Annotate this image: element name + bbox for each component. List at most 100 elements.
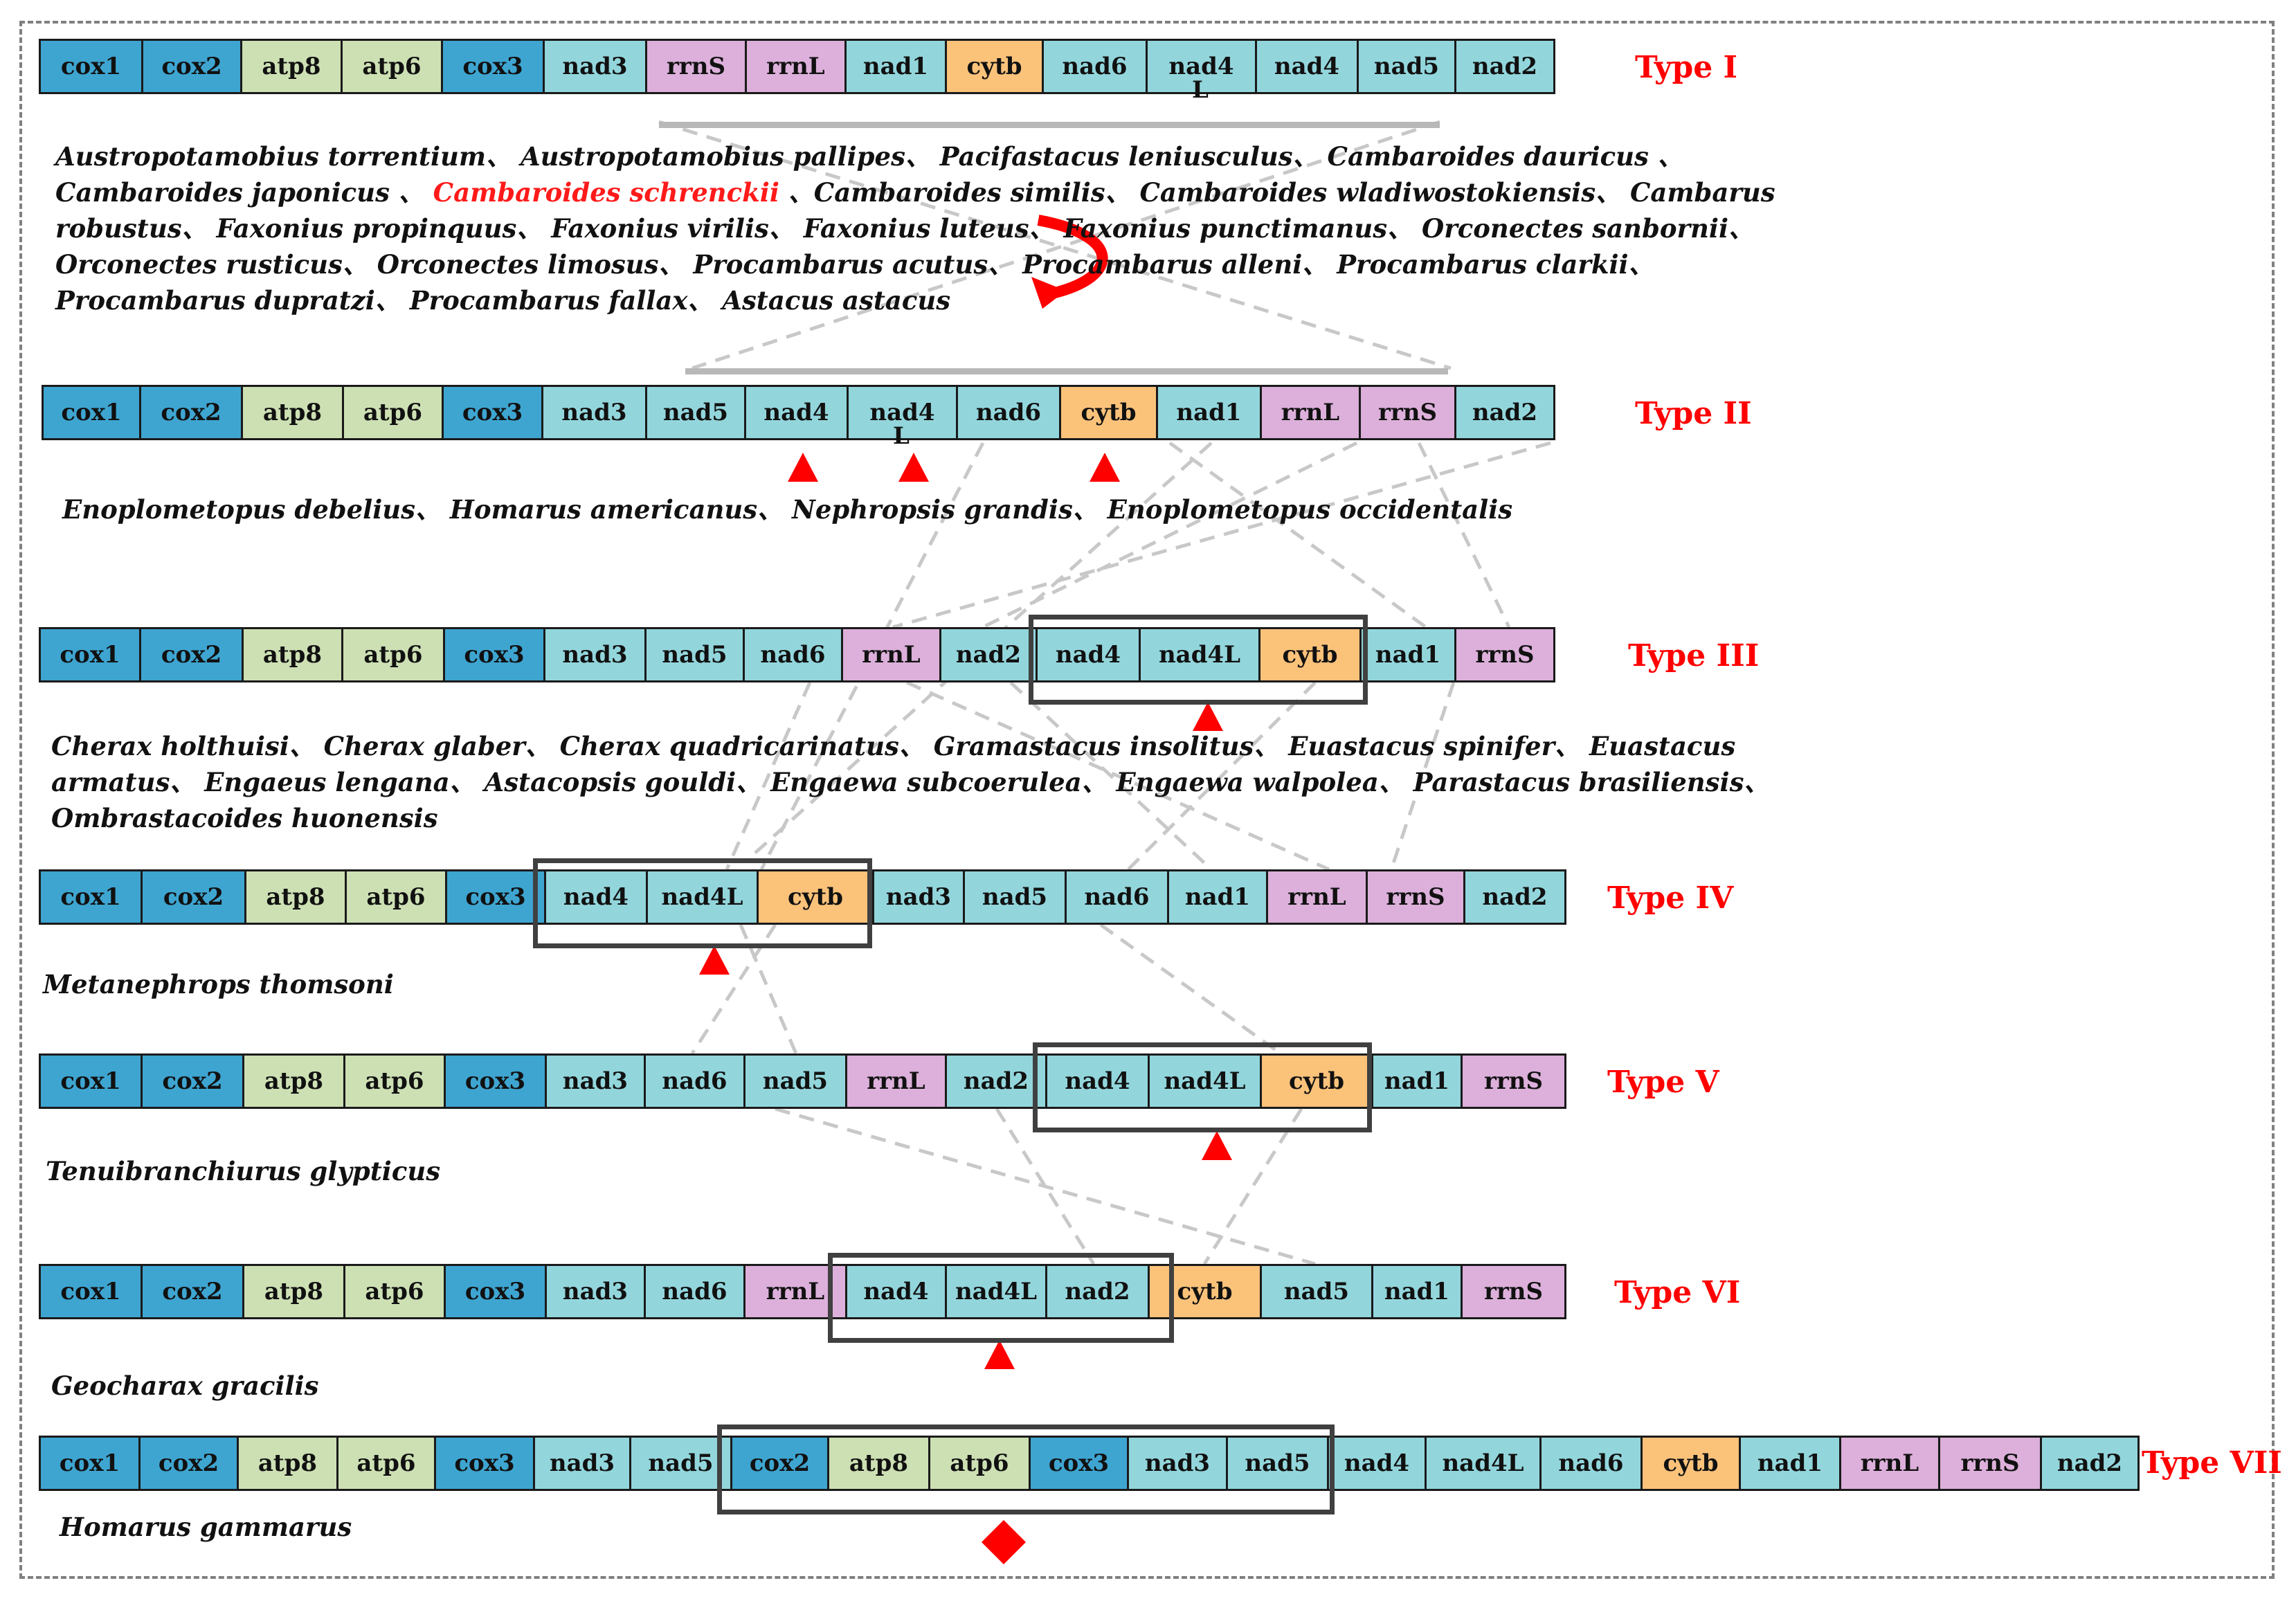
species-name: Cambaroides schrenckii <box>433 177 788 208</box>
gene-atp8: atp8 <box>237 1436 338 1491</box>
gene-rrnl: rrnL <box>1839 1436 1940 1491</box>
gene-nad5: nad5 <box>1357 39 1456 94</box>
gene-nad4: nad4 <box>1146 39 1257 94</box>
species-name: Pacifastacus leniusculus、 <box>939 141 1328 172</box>
connector-line <box>982 441 1358 629</box>
species-line: Cherax holthuisi、 Cherax glaber、 Cherax … <box>51 728 1769 764</box>
transposition-triangle-icon <box>788 453 818 482</box>
connector-line <box>1009 681 1213 871</box>
species-line: Cambaroides japonicus 、 Cambaroides schr… <box>55 174 1775 210</box>
transposition-triangle-icon <box>898 453 929 482</box>
species-list: Homarus gammarus <box>60 1509 352 1545</box>
species-name: Austropotamobius torrentium、 <box>55 141 521 172</box>
species-list: Austropotamobius torrentium、 Austropotam… <box>55 138 1775 318</box>
gene-rrnl: rrnL <box>1260 385 1361 440</box>
gene-atp8: atp8 <box>244 869 347 925</box>
connector-line <box>691 120 1440 370</box>
connector-line <box>725 681 812 871</box>
gene-nad1: nad1 <box>1739 1436 1841 1491</box>
gene-cox3: cox3 <box>434 1436 535 1491</box>
species-name: Faxonius propinquus、 <box>216 213 552 244</box>
gene-cytb: cytb <box>1258 627 1362 682</box>
translocation-bar <box>685 368 1448 374</box>
species-name: Enoplometopus occidentalis <box>1107 494 1513 525</box>
gene-cox1: cox1 <box>39 39 143 94</box>
species-list: Metanephrops thomsoni <box>43 966 394 1002</box>
species-name: Homarus gammarus <box>60 1512 352 1542</box>
gene-atp8: atp8 <box>242 627 343 682</box>
gene-nad3: nad3 <box>1127 1436 1228 1491</box>
species-name: Euastacus spinifer、 <box>1288 731 1589 761</box>
species-line: Enoplometopus debelius、 Homarus american… <box>62 491 1512 527</box>
species-line: Geocharax gracilis <box>51 1368 319 1404</box>
connector-line <box>905 680 1330 871</box>
gene-nad2: nad2 <box>939 627 1038 682</box>
gene-cox1: cox1 <box>39 1264 143 1319</box>
gene-nad2: nad2 <box>1463 869 1566 925</box>
species-name: Orconectes limosus、 <box>377 249 694 280</box>
gene-nad6: nad6 <box>644 1264 745 1319</box>
species-name: robustus、 <box>55 213 217 244</box>
gene-cox3: cox3 <box>443 627 545 682</box>
species-name: Gramastacus insolitus、 <box>933 731 1289 761</box>
gene-nad3: nad3 <box>543 39 647 94</box>
gene-rrnl: rrnL <box>1266 869 1368 925</box>
gene-nad1: nad1 <box>1156 385 1262 440</box>
gene-cox3: cox3 <box>444 1053 547 1109</box>
species-line: Procambarus dupratzi、 Procambarus fallax… <box>55 282 1775 318</box>
gene-cytb: cytb <box>1640 1436 1741 1491</box>
transposition-triangle-icon <box>699 946 730 975</box>
gene-nad2: nad2 <box>1045 1264 1150 1319</box>
gene-cox1: cox1 <box>39 627 141 682</box>
gene-atp8: atp8 <box>242 1264 345 1319</box>
gene-rrns: rrnS <box>1454 627 1555 682</box>
gene-nad5: nad5 <box>963 869 1067 925</box>
species-name: Faxonius luteus、 <box>803 213 1064 244</box>
species-name: Faxonius virilis、 <box>551 213 804 244</box>
species-name: Procambarus acutus、 <box>693 249 1023 280</box>
gene-cox2: cox2 <box>141 1264 244 1319</box>
rearranged-block-box <box>717 1424 1335 1514</box>
species-name: Cherax holthuisi、 <box>51 731 324 761</box>
gene-nad5: nad5 <box>629 1436 732 1491</box>
inversion-arrow-icon <box>1037 215 1108 299</box>
gene-nad2: nad2 <box>945 1053 1047 1109</box>
gene-nad4l: nad4L <box>1425 1436 1542 1491</box>
gene-nad5: nad5 <box>644 627 745 682</box>
species-line: Orconectes rusticus、 Orconectes limosus、… <box>55 246 1775 282</box>
gene-atp6: atp6 <box>336 1436 436 1491</box>
gene-nad6: nad6 <box>1065 869 1169 925</box>
gene-atp8: atp8 <box>242 1053 345 1109</box>
species-name: Cherax quadricarinatus、 <box>559 731 934 761</box>
gene-rrns: rrnS <box>1938 1436 2042 1491</box>
gene-rrns: rrnS <box>1366 869 1465 925</box>
connector-line <box>1127 681 1317 871</box>
gene-atp6: atp6 <box>341 39 443 94</box>
type-label: Type VI <box>1614 1275 1741 1310</box>
gene-nad6: nad6 <box>1042 39 1148 94</box>
gene-nad6: nad6 <box>1539 1436 1643 1491</box>
species-name: Cambaroides dauricus 、 <box>1327 141 1683 172</box>
gene-cox2: cox2 <box>139 627 244 682</box>
gene-nad1: nad1 <box>1371 1053 1463 1109</box>
type-label: Type V <box>1607 1065 1719 1100</box>
gene-nad5: nad5 <box>1226 1436 1329 1491</box>
gene-nad1: nad1 <box>1371 1264 1463 1319</box>
gene-cox1: cox1 <box>42 385 141 440</box>
nad4l-subscript-label: L <box>893 422 910 450</box>
gene-nad3: nad3 <box>872 869 965 925</box>
connector-line <box>995 1107 1096 1265</box>
species-name: Engaewa subcoerulea、 <box>770 767 1117 797</box>
gene-nad3: nad3 <box>545 1264 646 1319</box>
gene-nad5: nad5 <box>743 1053 847 1109</box>
species-list: Enoplometopus debelius、 Homarus american… <box>62 491 1512 527</box>
type-label: Type II <box>1635 396 1752 431</box>
gene-nad5: nad5 <box>645 385 746 440</box>
nad4l-subscript-label: L <box>1192 76 1209 104</box>
translocation-bar <box>659 122 1440 128</box>
gene-nad2: nad2 <box>1454 385 1555 440</box>
transposition-triangle-icon <box>1090 453 1120 482</box>
gene-rrns: rrnS <box>1461 1264 1566 1319</box>
gene-rrnl: rrnL <box>845 1053 947 1109</box>
